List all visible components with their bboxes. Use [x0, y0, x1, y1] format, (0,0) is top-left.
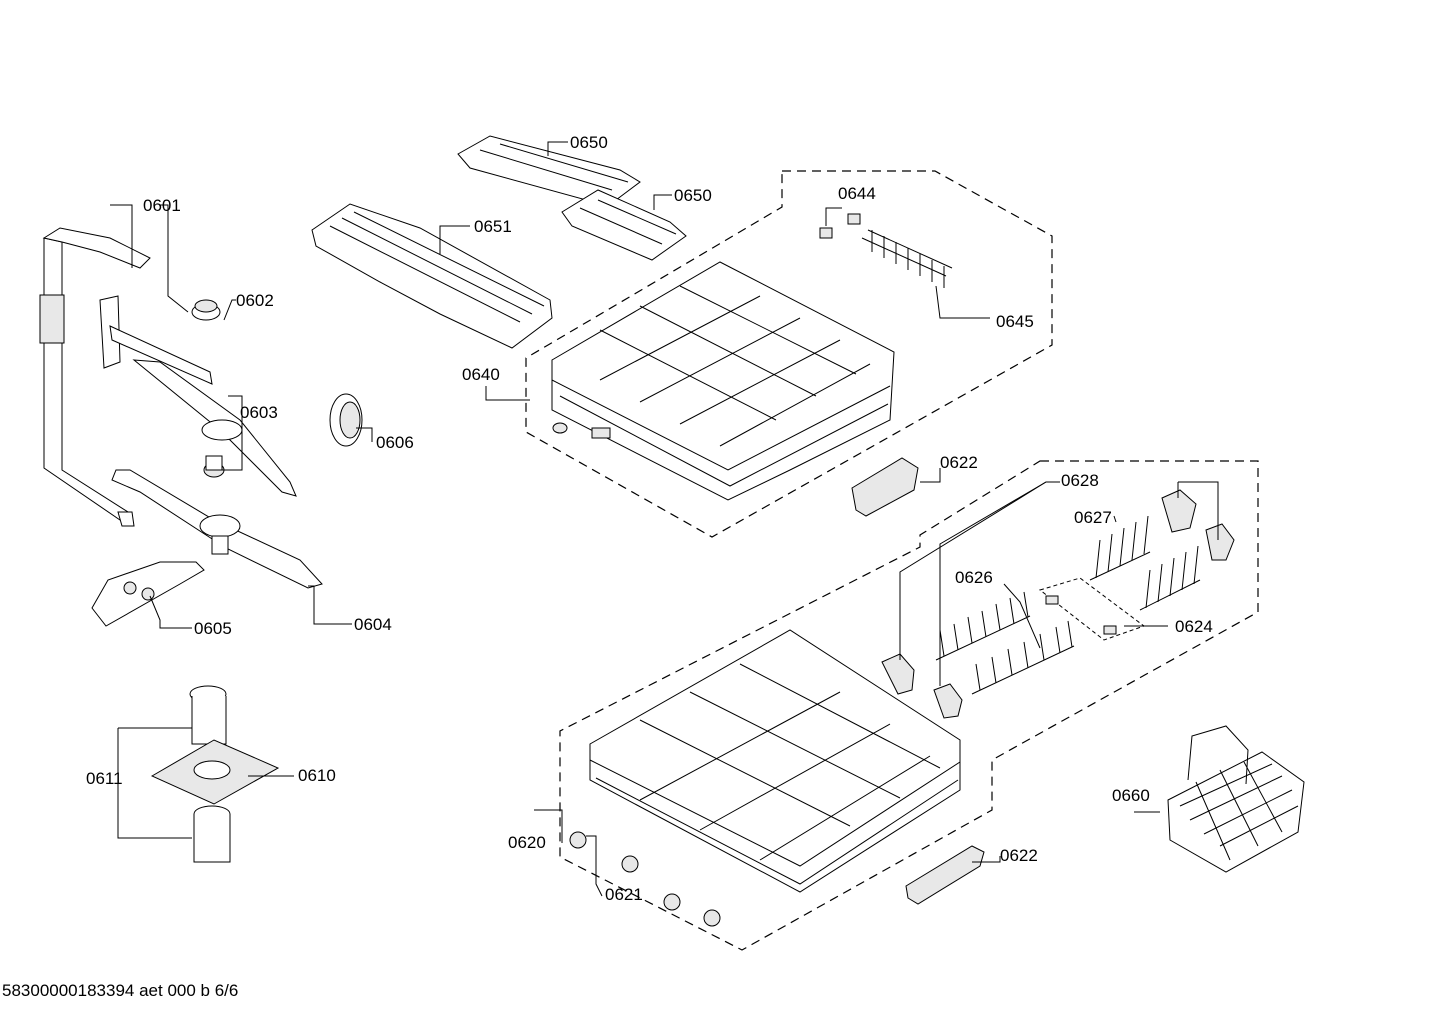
- label-0650-mid: 0650: [674, 186, 712, 205]
- clip-0644: [819, 213, 861, 239]
- label-0605: 0605: [194, 619, 232, 638]
- label-0601: 0601: [143, 196, 181, 215]
- label-0604: 0604: [354, 615, 392, 634]
- hinges-0628: [881, 489, 1235, 719]
- label-0622-lower: 0622: [1000, 846, 1038, 865]
- filter-assembly: [150, 685, 280, 863]
- label-0606: 0606: [376, 433, 414, 452]
- spray-nozzle-cover: [91, 561, 205, 627]
- tine-rows-0626: [935, 591, 1075, 695]
- label-0610: 0610: [298, 766, 336, 785]
- cutlery-drawer: [311, 203, 553, 349]
- label-0650-top: 0650: [570, 133, 608, 152]
- label-0660: 0660: [1112, 786, 1150, 805]
- label-0621: 0621: [605, 885, 643, 904]
- label-0628: 0628: [1061, 471, 1099, 490]
- fold-down-tines-0645: [861, 229, 953, 288]
- basket-handle-lower: [905, 845, 985, 905]
- upper-basket: [551, 261, 895, 501]
- label-0640: 0640: [462, 365, 500, 384]
- label-0620: 0620: [508, 833, 546, 852]
- label-0624: 0624: [1175, 617, 1213, 636]
- spray-arm-supply-pipe: [39, 227, 151, 527]
- label-0611: 0611: [86, 769, 123, 788]
- clips-0624: [1038, 577, 1146, 641]
- label-0626: 0626: [955, 568, 993, 587]
- leader-lines: [110, 141, 1219, 897]
- upper-basket-group-outline: [525, 170, 1053, 538]
- cutlery-insert-upper: [457, 135, 641, 207]
- lower-basket-group-outline: [559, 460, 1259, 951]
- label-0627: 0627: [1074, 508, 1112, 527]
- basket-handle-upper: [851, 457, 919, 517]
- footer-document-code: 58300000183394 aet 000 b 6/6: [2, 981, 238, 1000]
- label-0651: 0651: [474, 217, 512, 236]
- lower-spray-arm: [111, 469, 323, 589]
- round-cover: [329, 393, 363, 447]
- label-0644: 0644: [838, 184, 876, 203]
- lower-basket: [589, 629, 961, 893]
- spray-arm-retainer: [191, 299, 221, 321]
- label-0603: 0603: [240, 403, 278, 422]
- cutlery-insert-lower: [561, 189, 687, 261]
- cutlery-basket: [1167, 725, 1305, 873]
- tine-rows-0627: [1089, 515, 1201, 611]
- label-0645: 0645: [996, 312, 1034, 331]
- upper-spray-arm: [99, 295, 297, 497]
- basket-rollers: [569, 831, 721, 927]
- label-0602: 0602: [236, 291, 274, 310]
- label-0622-upper: 0622: [940, 453, 978, 472]
